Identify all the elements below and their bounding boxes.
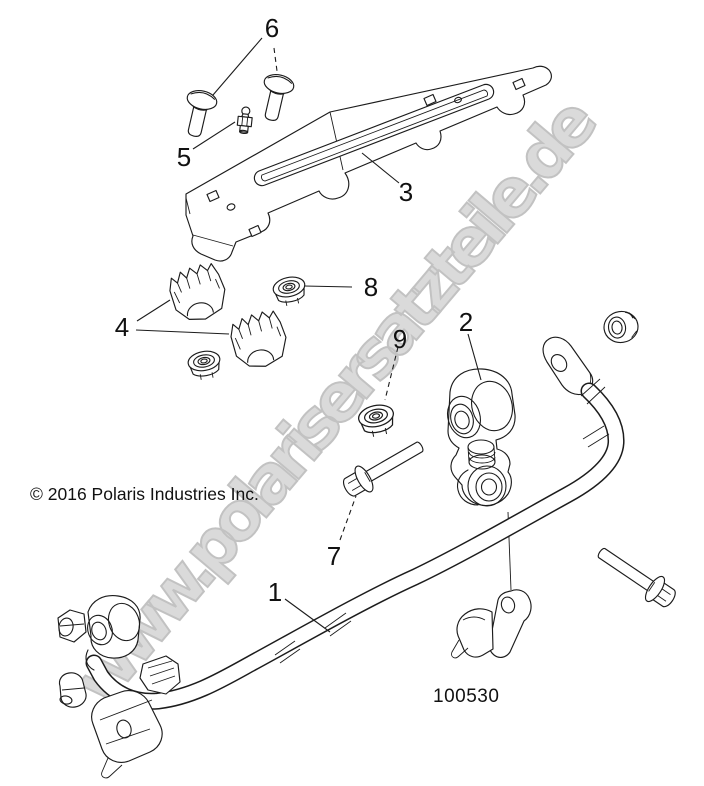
callout-8: 8 bbox=[364, 272, 378, 302]
left-end-assembly-drawing bbox=[57, 595, 181, 779]
stabilizer-bar-drawing bbox=[85, 378, 625, 710]
leader-6-right bbox=[273, 47, 278, 72]
callout-3: 3 bbox=[399, 177, 413, 207]
flange-bolt-lower-drawing bbox=[591, 539, 682, 614]
carriage-bolt-right-drawing bbox=[255, 71, 297, 125]
callout-9: 9 bbox=[393, 324, 407, 354]
stabilizer-link-drawing bbox=[447, 368, 516, 507]
bushing-clamp-lower-drawing bbox=[227, 308, 291, 372]
flange-nut-8-drawing bbox=[270, 273, 309, 309]
bar-mount-bracket-drawing bbox=[451, 589, 532, 659]
fitting-drawing bbox=[236, 106, 253, 135]
leader-4-lower bbox=[135, 329, 230, 335]
flange-nut-top-right-drawing bbox=[603, 310, 639, 344]
callout-1: 1 bbox=[268, 577, 282, 607]
callout-5: 5 bbox=[177, 142, 191, 172]
leader-1 bbox=[284, 598, 331, 633]
leader-5 bbox=[192, 121, 236, 150]
bracket-plate-drawing bbox=[185, 65, 552, 262]
leader-2 bbox=[467, 333, 482, 381]
flange-bolt-7-drawing bbox=[337, 432, 430, 503]
leader-6-left bbox=[212, 37, 263, 96]
copyright-text: © 2016 Polaris Industries Inc. bbox=[30, 484, 259, 504]
callout-4: 4 bbox=[115, 312, 129, 342]
leader-4-upper bbox=[136, 299, 171, 322]
leader-8 bbox=[303, 285, 353, 288]
flange-nut-clamp-drawing bbox=[186, 348, 224, 383]
callout-2: 2 bbox=[459, 307, 473, 337]
callout-6: 6 bbox=[265, 13, 279, 43]
leader-7 bbox=[339, 495, 357, 541]
leader-lines bbox=[135, 37, 482, 633]
leader-3 bbox=[361, 152, 400, 184]
bushing-clamp-upper-drawing bbox=[165, 260, 231, 326]
leader-9 bbox=[384, 346, 399, 401]
carriage-bolt-left-drawing bbox=[178, 87, 220, 141]
drawing-number: 100530 bbox=[433, 686, 500, 707]
lock-nut-9-drawing bbox=[355, 401, 398, 440]
callout-7: 7 bbox=[327, 541, 341, 571]
